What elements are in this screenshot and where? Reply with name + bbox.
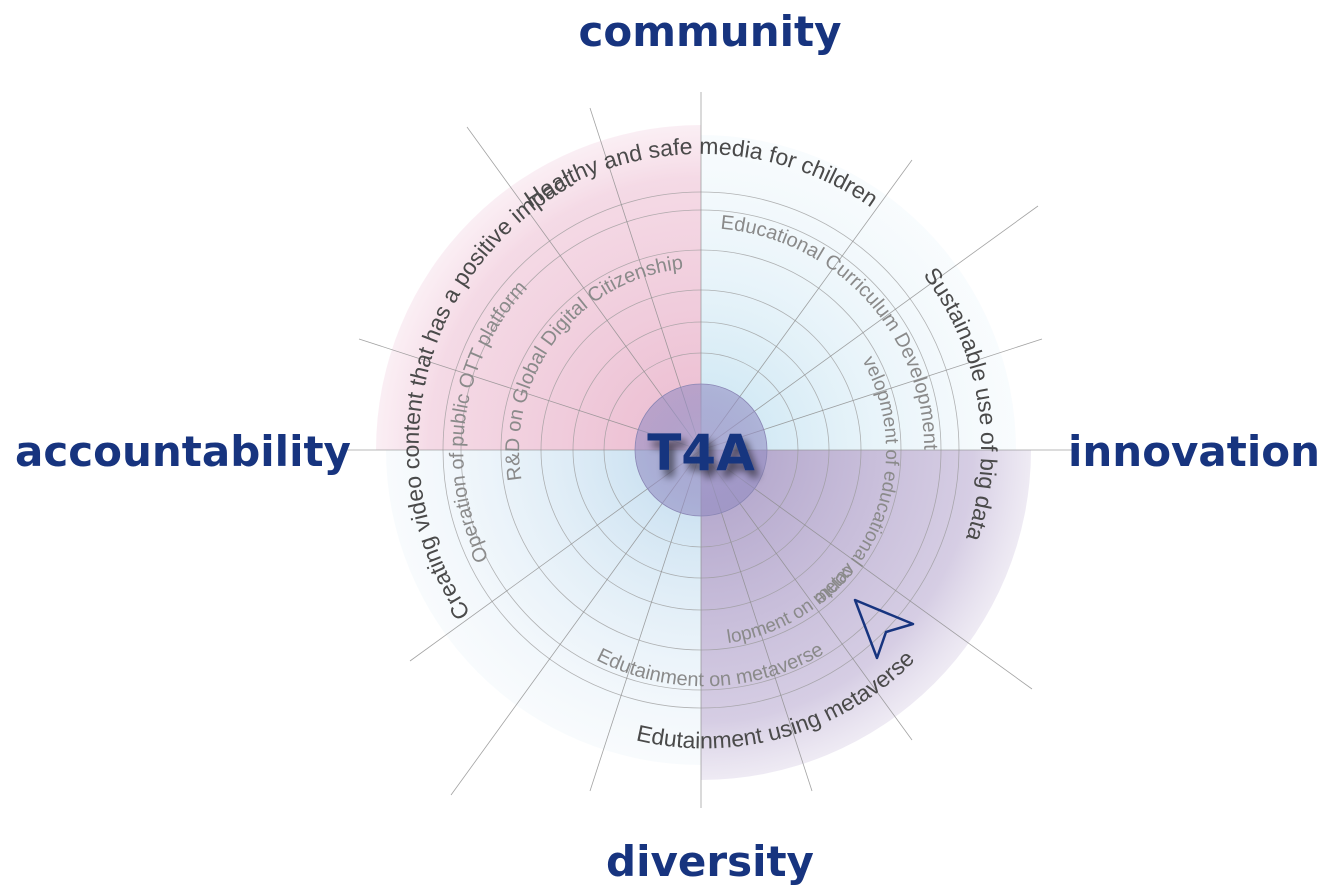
quadrant-accountability-lower: [386, 450, 701, 765]
center-label: T4A: [647, 424, 755, 482]
quadrant-innovation-upper: [701, 135, 1016, 450]
axis-label-diversity: diversity: [606, 837, 814, 886]
axis-label-accountability: accountability: [15, 427, 351, 476]
axis-label-community: community: [579, 7, 842, 56]
quadrant-community: [376, 125, 701, 450]
quadrant-innovation-lower: [701, 450, 1031, 780]
cursor-arrow-icon: [853, 598, 915, 660]
axis-label-innovation: innovation: [1068, 427, 1320, 476]
center-disc: [634, 383, 768, 517]
radial-spokes: [342, 92, 1078, 808]
